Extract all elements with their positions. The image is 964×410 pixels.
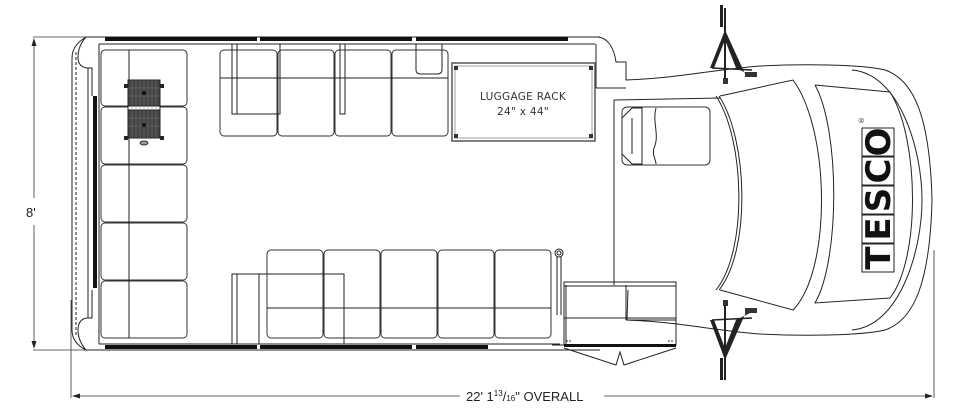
driver-seat	[621, 106, 711, 166]
luggage-rack: LUGGAGE RACK 24" x 44"	[451, 62, 596, 142]
luggage-rack-size: 24" x 44"	[497, 106, 549, 118]
wheelchair-securement	[124, 79, 164, 146]
side-seats-top	[219, 43, 449, 137]
width-dimension: 8'	[26, 36, 86, 351]
windshield-hood	[715, 69, 923, 331]
logo-letter-s: S	[859, 188, 899, 213]
length-dimension: 22' 113/16" OVERALL	[70, 250, 935, 404]
length-dimension-label: 22' 113/16" OVERALL	[466, 389, 583, 404]
logo-letter-t: T	[859, 246, 899, 270]
mirror-bottom-icon	[710, 300, 757, 380]
luggage-rack-title: LUGGAGE RACK	[480, 91, 567, 103]
mirror-top-icon	[710, 5, 757, 84]
registered-mark: ®	[858, 117, 866, 124]
side-seats-bottom	[231, 249, 552, 345]
logo-letter-e: E	[859, 217, 899, 240]
tesco-logo: T E S C O ®	[858, 117, 899, 273]
vehicle-body	[86, 36, 933, 351]
entry-door	[552, 248, 677, 366]
rear-bench-seat	[100, 49, 188, 339]
logo-letter-o: O	[859, 128, 899, 157]
rear-bumper	[71, 36, 100, 351]
logo-letter-c: C	[859, 159, 899, 184]
width-dimension-label: 8'	[26, 205, 36, 220]
